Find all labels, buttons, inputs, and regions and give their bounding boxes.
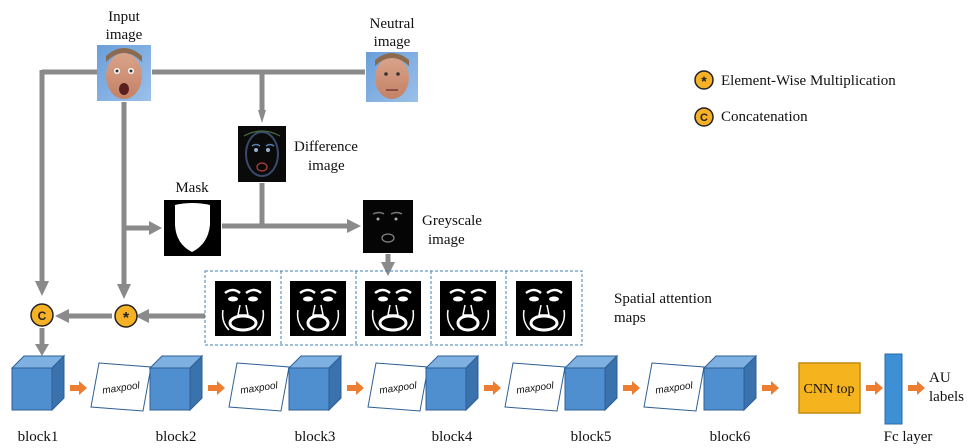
legend-multiply-label: Element-Wise Multiplication — [721, 73, 896, 89]
fc-layer-label: Fc layer — [883, 429, 933, 445]
spatial-attention-label-line2: maps — [614, 310, 646, 326]
legend-concat-symbol: C — [700, 112, 708, 124]
maxpool-layer: maxpool — [228, 362, 290, 412]
multiply-operator-symbol: * — [123, 310, 130, 327]
gray-arrows — [39, 69, 391, 345]
attention-maps — [204, 270, 583, 346]
maxpool-label: maxpool — [516, 380, 556, 396]
legend-concat-icon: C — [694, 107, 714, 127]
greyscale-image-label-line2: image — [428, 232, 465, 248]
input-image-label-line2: image — [105, 27, 143, 43]
block-cube-4 — [424, 354, 480, 412]
fc-layer — [884, 353, 903, 425]
orange-arrow — [762, 381, 779, 395]
pipeline: maxpool maxpool maxpool maxpool maxpool — [10, 354, 779, 412]
orange-arrow — [208, 381, 225, 395]
block-cube-3 — [287, 354, 343, 412]
attention-map-3 — [365, 281, 421, 336]
difference-image-label-line2: image — [308, 158, 345, 174]
difference-image — [238, 126, 286, 182]
orange-arrow — [623, 381, 640, 395]
block-cube-5 — [563, 354, 619, 412]
mask-label: Mask — [175, 180, 209, 196]
block-label-4: block4 — [431, 429, 473, 445]
legend-multiply-symbol: * — [701, 73, 707, 89]
block-label-2: block2 — [155, 429, 197, 445]
spatial-attention-label-line1: Spatial attention — [614, 291, 712, 307]
block-cube-6 — [702, 354, 758, 412]
attention-map-1 — [215, 281, 271, 336]
concat-operator: C — [30, 303, 54, 327]
input-image — [97, 45, 151, 101]
maxpool-layer: maxpool — [90, 362, 152, 412]
cnn-top: CNN top — [798, 362, 861, 414]
legend-multiply-icon: * — [694, 70, 714, 90]
cnn-top-label: CNN top — [804, 382, 855, 397]
maxpool-label: maxpool — [102, 380, 142, 396]
neutral-image-label-line1: Neutral — [369, 16, 415, 32]
attention-map-4 — [440, 281, 496, 336]
block-cube-1 — [10, 354, 66, 412]
legend: * C — [694, 70, 714, 127]
block-label-3: block3 — [294, 429, 336, 445]
neutral-image — [366, 52, 418, 102]
maxpool-label: maxpool — [655, 380, 695, 396]
gray-arrowheads — [35, 110, 395, 356]
output-label-line2: labels — [929, 389, 964, 405]
neutral-image-label-line2: image — [373, 34, 411, 50]
concat-operator-symbol: C — [38, 309, 47, 323]
maxpool-label: maxpool — [379, 380, 419, 396]
maxpool-layer: maxpool — [643, 362, 705, 412]
block-label-6: block6 — [709, 429, 751, 445]
maxpool-layer: maxpool — [367, 362, 429, 412]
maxpool-layer: maxpool — [504, 362, 566, 412]
multiply-operator: * — [114, 304, 138, 328]
input-image-label-line1: Input — [108, 9, 140, 25]
mask-image — [164, 200, 221, 256]
orange-arrow — [347, 381, 364, 395]
attention-map-2 — [290, 281, 346, 336]
block-label-5: block5 — [570, 429, 612, 445]
attention-map-5 — [516, 281, 572, 336]
orange-arrow — [484, 381, 501, 395]
difference-image-label-line1: Difference — [294, 139, 358, 155]
output-label-line1: AU — [929, 370, 951, 386]
legend-concat-label: Concatenation — [721, 109, 808, 125]
block-label-1: block1 — [17, 429, 59, 445]
orange-arrow — [70, 381, 87, 395]
maxpool-label: maxpool — [240, 380, 280, 396]
greyscale-image — [363, 200, 413, 253]
greyscale-image-label-line1: Greyscale — [422, 213, 482, 229]
block-cube-2 — [148, 354, 204, 412]
pipeline-orange-arrows-end — [866, 381, 925, 395]
